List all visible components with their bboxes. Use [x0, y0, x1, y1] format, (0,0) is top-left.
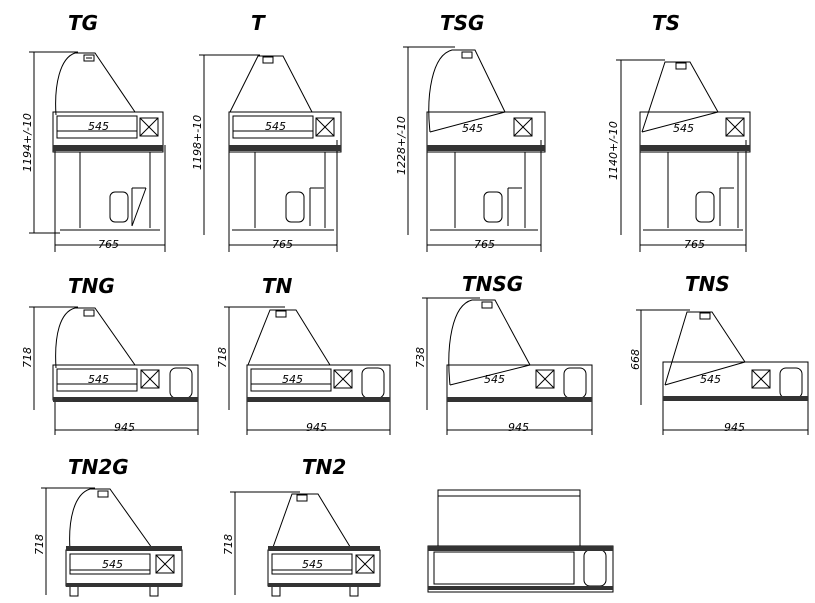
- model-label: TNG: [68, 274, 115, 298]
- model-t: T 545 765 1198+-10: [191, 11, 341, 252]
- inner-width-label: 545: [302, 558, 323, 571]
- inner-width-label: 545: [88, 373, 109, 386]
- width-label: 945: [508, 421, 529, 434]
- model-tng: TNG 545 945 718: [21, 274, 198, 435]
- width-label: 945: [114, 421, 135, 434]
- model-label: TSG: [440, 11, 484, 35]
- inner-width-label: 545: [700, 373, 721, 386]
- inner-width-label: 545: [265, 120, 286, 133]
- model-label: TN: [262, 274, 293, 298]
- model-box-unit: [428, 490, 613, 592]
- inner-width-label: 545: [462, 122, 483, 135]
- model-tns: TNS 545 945 668: [629, 272, 808, 435]
- inner-width-label: 545: [484, 373, 505, 386]
- inner-width-label: 545: [88, 120, 109, 133]
- model-ts: TS 545 765 1140+/-10: [607, 11, 750, 252]
- height-label: 718: [216, 347, 229, 368]
- model-label: T: [251, 11, 266, 35]
- model-label: TN2G: [68, 455, 129, 479]
- width-label: 765: [474, 238, 495, 251]
- width-label: 765: [272, 238, 293, 251]
- width-label: 945: [306, 421, 327, 434]
- model-label: TN2: [302, 455, 346, 479]
- inner-width-label: 545: [282, 373, 303, 386]
- model-tnsg: TNSG 545 945 738: [414, 272, 592, 435]
- height-label: 1228+/-10: [395, 116, 408, 175]
- model-tn: TN 545 945 718: [216, 274, 390, 435]
- height-label: 718: [222, 534, 235, 555]
- model-tn2g: TN2G 545 718: [33, 455, 182, 596]
- model-label: TNS: [685, 272, 730, 296]
- width-label: 945: [724, 421, 745, 434]
- model-tg: TG 545 765 1194+/-1: [21, 11, 165, 252]
- height-label: 1198+-10: [191, 115, 204, 170]
- model-label: TG: [68, 11, 98, 35]
- height-label: 718: [21, 347, 34, 368]
- inner-width-label: 545: [673, 122, 694, 135]
- model-label: TS: [652, 11, 680, 35]
- height-label: 668: [629, 349, 642, 370]
- model-label: TNSG: [462, 272, 523, 296]
- width-label: 765: [98, 238, 119, 251]
- height-label: 1140+/-10: [607, 121, 620, 180]
- width-label: 765: [684, 238, 705, 251]
- height-label: 738: [414, 347, 427, 368]
- height-label: 1194+/-10: [21, 113, 34, 172]
- model-tn2: TN2 545 718: [222, 455, 380, 596]
- inner-width-label: 545: [102, 558, 123, 571]
- model-tsg: TSG 545 765 1228+/-10: [395, 11, 545, 252]
- height-label: 718: [33, 534, 46, 555]
